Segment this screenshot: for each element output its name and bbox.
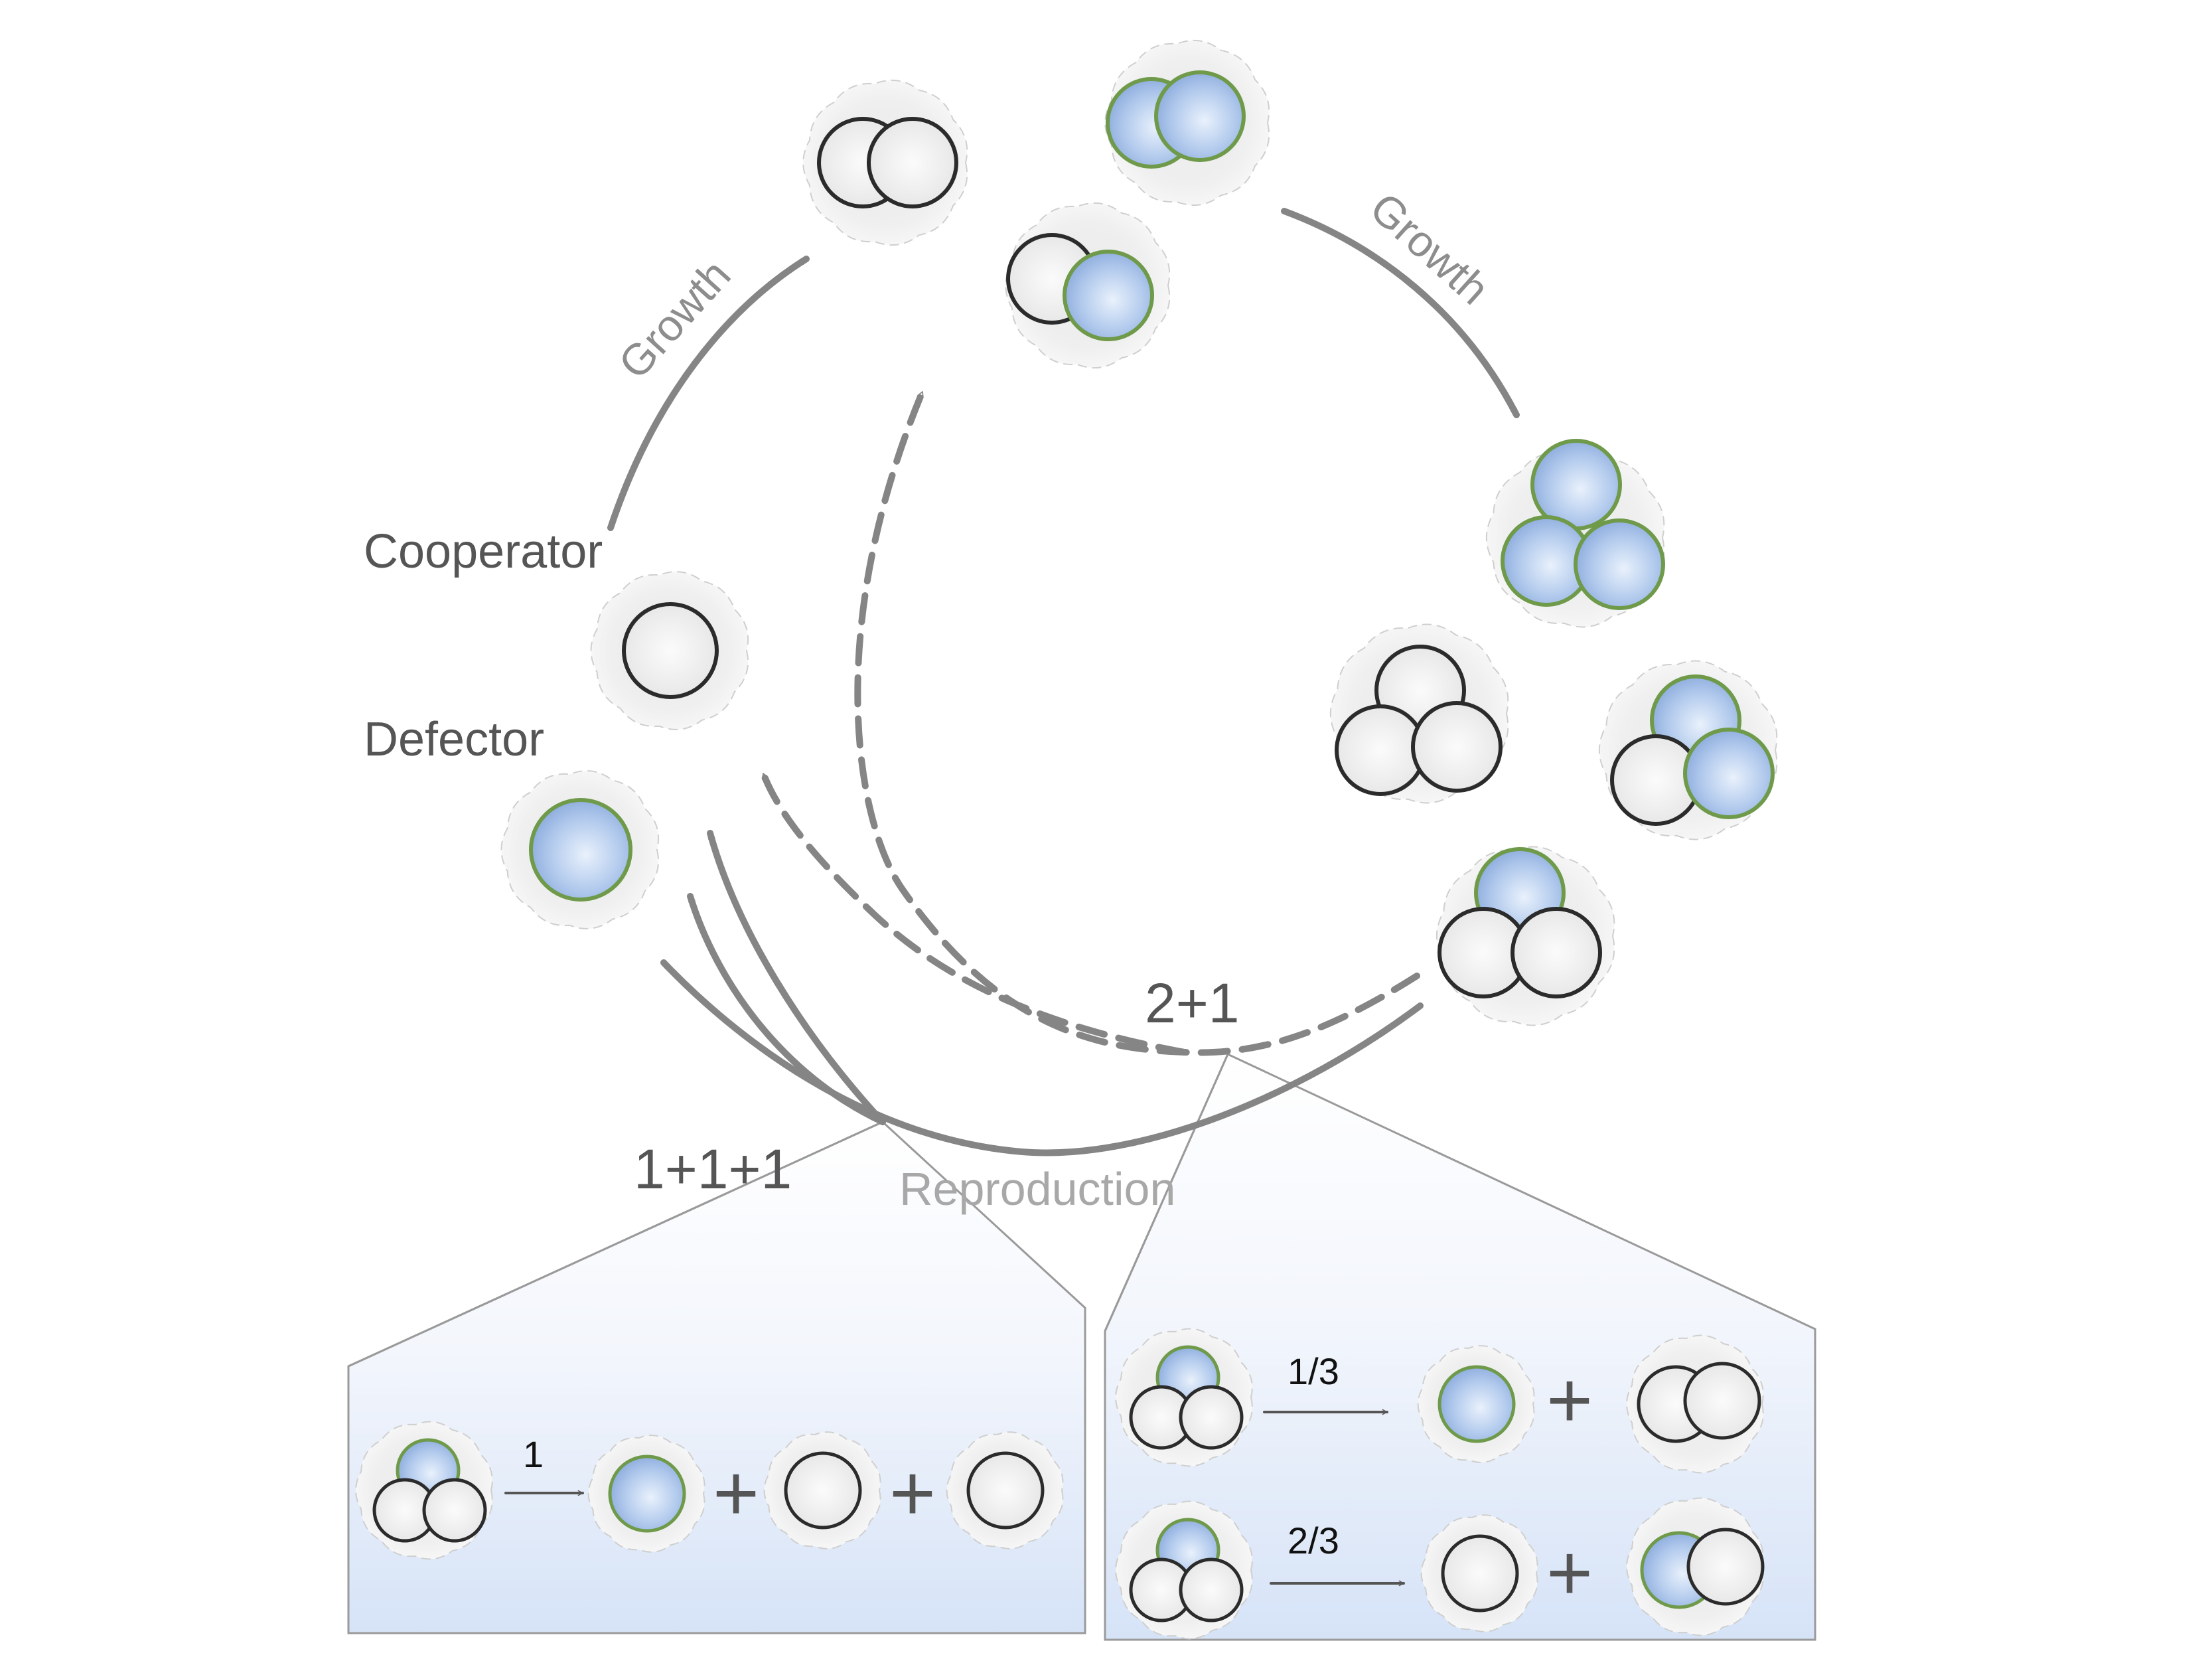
panel-arrows	[504, 1409, 1405, 1587]
panel-1plus1plus1	[347, 1121, 1086, 1634]
cooperator-cell	[1441, 1534, 1519, 1613]
single-defector	[500, 770, 660, 929]
cooperator-label: Cooperator	[364, 525, 603, 578]
strategy-label-1plus1plus1: 1+1+1	[634, 1138, 792, 1200]
cooperator-cell	[1411, 701, 1503, 793]
defector-cell	[529, 798, 632, 902]
cooperator-cell	[1686, 1528, 1765, 1606]
panel-b-source-1	[1115, 1328, 1253, 1467]
cooperator-cell	[1683, 1362, 1761, 1440]
probability-label-1-3: 1/3	[1288, 1350, 1339, 1392]
cooperator-cell	[622, 602, 719, 699]
plus-sign: +	[1546, 1528, 1593, 1617]
defector-label: Defector	[364, 713, 544, 766]
probability-label-2-3: 2/3	[1288, 1520, 1339, 1561]
cooperator-cell	[1179, 1385, 1244, 1450]
panel-a-cooperator-1	[763, 1431, 881, 1549]
defector-cell	[1574, 518, 1665, 610]
reproduction-arrow-dashed-inner	[760, 770, 1188, 1056]
cooperator-cell	[1511, 907, 1602, 998]
plus-sign: +	[889, 1449, 936, 1538]
reproduction-arrow-solid-top	[707, 830, 886, 1125]
defector-cell	[608, 1455, 686, 1533]
reproduction-arrow-solid-main	[660, 959, 1424, 1156]
defector-cell	[1438, 1365, 1516, 1443]
growth-arrow-right	[1281, 208, 1520, 418]
growth-label-right: Growth	[1361, 183, 1499, 313]
plus-sign: +	[1546, 1356, 1593, 1445]
growth-arrow-left	[607, 256, 810, 531]
defector-cell	[1063, 250, 1154, 341]
mixed-pair	[1005, 202, 1171, 369]
panel-b-mixed-pair	[1626, 1497, 1765, 1636]
cooperator-cell	[1179, 1557, 1244, 1622]
panel-b-source-2	[1115, 1500, 1253, 1640]
cooperator-triplet	[1329, 623, 1509, 804]
growth-label-left: Growth	[609, 250, 739, 388]
panel-a-source	[355, 1421, 493, 1560]
mixed-triplet-lower	[1436, 846, 1615, 1026]
defector-cell	[1154, 70, 1246, 162]
cooperator-pair	[802, 79, 968, 246]
reproduction-arrow-dashed-outer	[854, 388, 1420, 1056]
strategy-label-2plus1: 2+1	[1145, 972, 1240, 1034]
panel-a-cooperator-2	[946, 1431, 1064, 1549]
reproduction-label: Reproduction	[899, 1163, 1175, 1215]
reproduction-arrow-solid-mid	[687, 893, 886, 1125]
cooperator-cell	[784, 1451, 862, 1530]
plus-sign: +	[713, 1449, 759, 1538]
cooperator-cell	[422, 1478, 487, 1543]
defector-pair	[1104, 39, 1270, 206]
defector-cell	[1683, 728, 1775, 819]
panel-2plus1	[1104, 1052, 1816, 1641]
probability-label-1: 1	[523, 1433, 544, 1475]
panel-b-defector	[1417, 1345, 1535, 1463]
panel-b-cooperator	[1420, 1514, 1538, 1632]
cooperator-cell	[966, 1451, 1045, 1530]
single-cooperator	[590, 571, 749, 730]
panel-a-defector	[587, 1435, 705, 1553]
panel-b-cooperator-pair	[1626, 1334, 1764, 1474]
cell-groups	[355, 39, 1778, 1640]
defector-triplet	[1485, 439, 1665, 628]
cooperator-cell	[867, 117, 958, 208]
arrows	[607, 208, 1520, 1156]
mixed-triplet-upper	[1598, 660, 1778, 840]
